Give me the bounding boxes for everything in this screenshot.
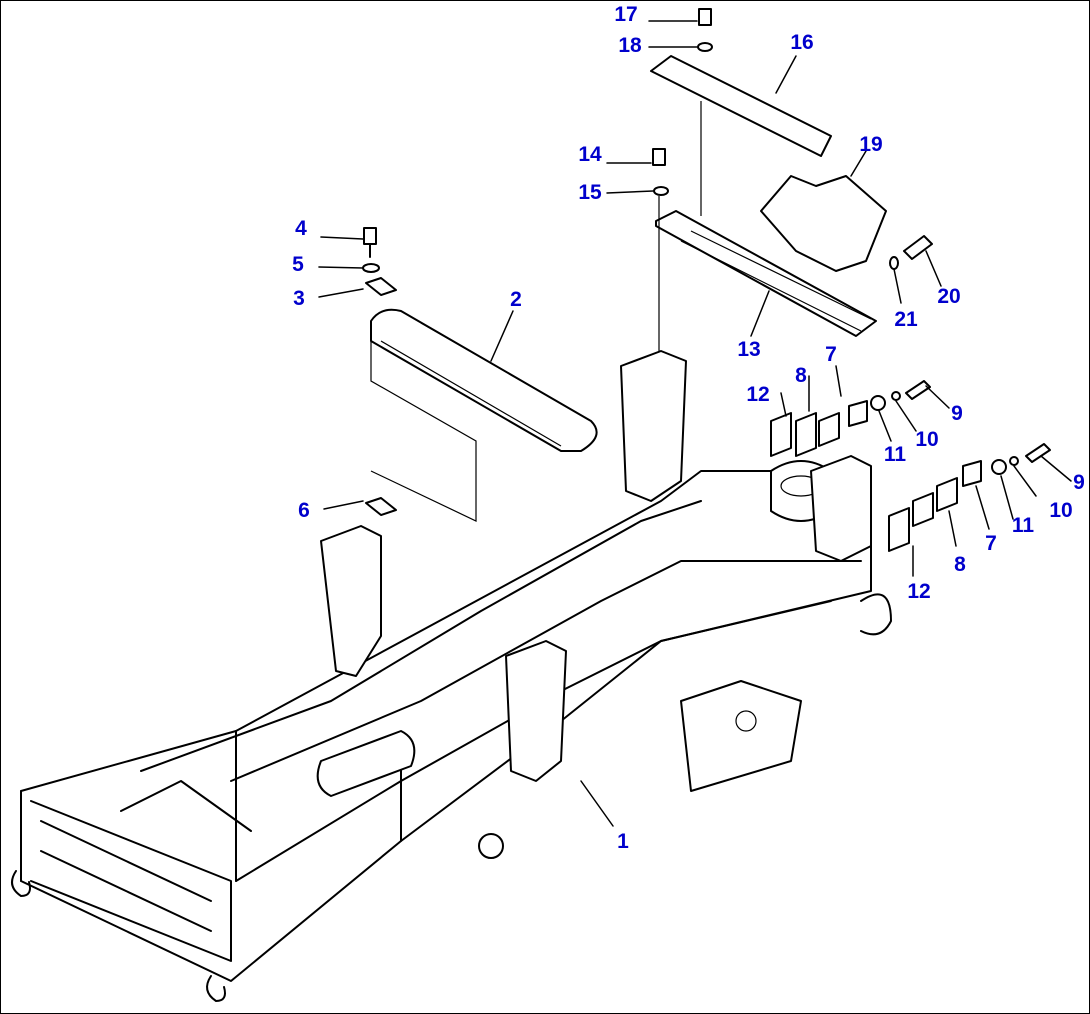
callout-12a: 12 [746,383,769,406]
frame-pedestals [320,350,872,782]
callout-7b: 7 [985,532,997,555]
callout-labels: 1234567788991010111112121314151617181920… [292,3,1085,853]
callout-20: 20 [937,285,960,308]
upper-bracket-assembly [650,8,933,351]
callout-11a: 11 [884,443,907,466]
callout-5: 5 [292,253,304,276]
callout-11b: 11 [1012,514,1035,537]
callout-9a: 9 [951,402,963,425]
callout-8a: 8 [795,364,807,387]
leader-lines [318,20,1072,827]
callout-14: 14 [578,143,602,166]
callout-9b: 9 [1073,471,1085,494]
callout-21: 21 [894,308,918,331]
callout-10a: 10 [915,428,938,451]
callout-8b: 8 [954,553,966,576]
callout-15: 15 [578,181,602,204]
callout-13: 13 [737,338,760,361]
callout-18: 18 [618,34,642,57]
callout-1: 1 [617,830,629,853]
callout-16: 16 [790,31,813,54]
callout-7a: 7 [825,343,837,366]
callout-3: 3 [293,287,305,310]
callout-12b: 12 [907,580,930,603]
shim-hardware-right [770,380,1051,552]
callout-6: 6 [298,499,310,522]
main-frame [11,460,892,1002]
callout-10b: 10 [1049,499,1072,522]
callout-17: 17 [614,3,637,26]
callout-19: 19 [859,133,882,156]
part-2-cover [370,308,598,452]
callout-2: 2 [510,288,522,311]
callout-4: 4 [295,217,307,240]
bolt-hardware-left [362,227,477,522]
